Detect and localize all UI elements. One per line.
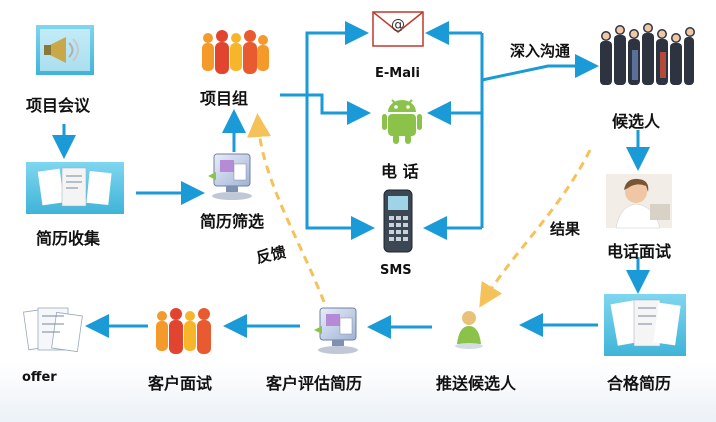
arrow-feedback bbox=[247, 113, 326, 303]
label-project-team: 项目组 bbox=[200, 89, 249, 108]
phone-operator-icon bbox=[606, 174, 672, 229]
label-candidate: 候选人 bbox=[612, 112, 661, 131]
mobile-phone-icon bbox=[383, 189, 413, 253]
label-offer: offer bbox=[22, 370, 57, 385]
label-client-interview: 客户面试 bbox=[148, 374, 213, 393]
label-qualified-resume: 合格简历 bbox=[607, 374, 672, 393]
envelope-icon: @ bbox=[372, 11, 424, 47]
flow-arrows bbox=[52, 21, 650, 339]
label-resume-screen: 简历筛选 bbox=[200, 212, 265, 231]
crowd-icon bbox=[600, 23, 695, 85]
megaphone-icon bbox=[36, 25, 94, 75]
people-group-icon bbox=[202, 30, 269, 74]
label-phone: 电 话 bbox=[381, 162, 419, 181]
label-project-meeting: 项目会议 bbox=[26, 96, 91, 115]
documents-icon bbox=[26, 162, 124, 214]
label-deep-comm: 深入沟通 bbox=[510, 42, 571, 60]
documents-icon bbox=[23, 307, 83, 353]
label-sms: SMS bbox=[380, 263, 412, 278]
label-result: 结果 bbox=[550, 220, 581, 238]
label-email: E-Mali bbox=[375, 66, 420, 81]
svg-text:@: @ bbox=[391, 17, 405, 33]
arrow-team-to-channels bbox=[280, 93, 371, 125]
computer-icon bbox=[314, 307, 358, 354]
documents-icon bbox=[604, 294, 686, 356]
arrow-deep-comm bbox=[481, 54, 599, 82]
person-icon bbox=[455, 311, 483, 349]
label-push-candidate: 推送候选人 bbox=[436, 374, 517, 393]
background-floor bbox=[0, 362, 716, 422]
android-phone-icon bbox=[382, 99, 422, 144]
bracket-left bbox=[305, 31, 368, 230]
people-group-icon bbox=[156, 308, 211, 354]
label-phone-interview: 电话面试 bbox=[607, 242, 672, 261]
feedback-arrows bbox=[247, 113, 592, 308]
computer-icon bbox=[208, 153, 252, 200]
label-client-eval: 客户评估简历 bbox=[266, 374, 363, 393]
label-resume-collect: 简历收集 bbox=[36, 229, 101, 248]
